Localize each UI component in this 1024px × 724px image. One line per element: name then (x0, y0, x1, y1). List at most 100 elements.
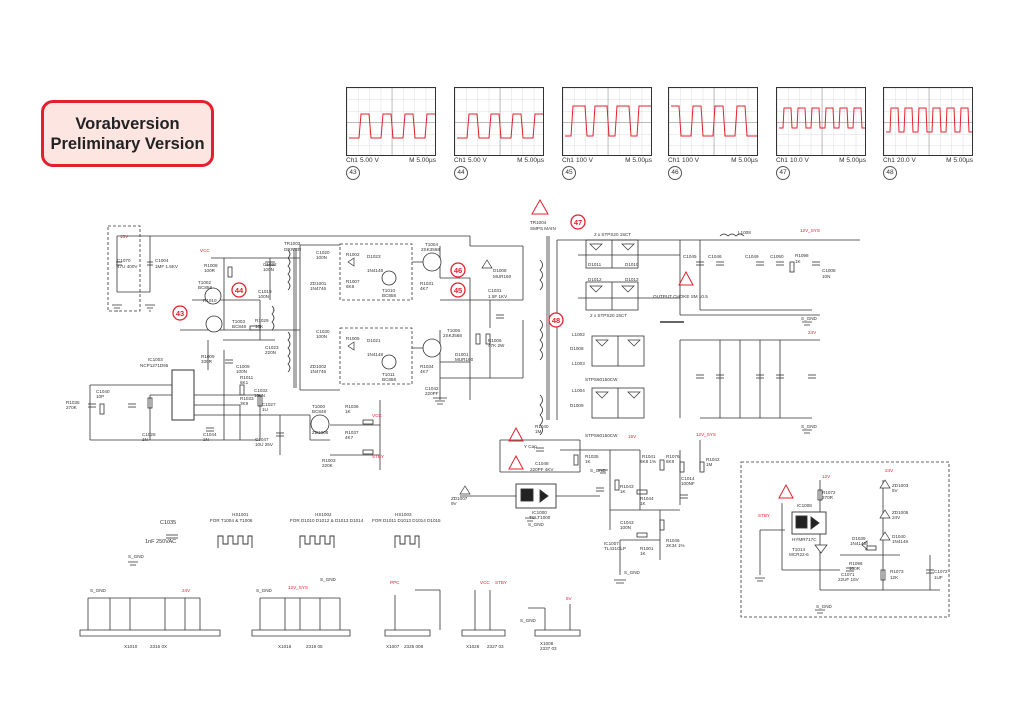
label-c1014: C1014 (681, 476, 695, 481)
label-x1007-val: 2325 008 (404, 644, 424, 649)
label-tr1004: TR1004 (530, 220, 547, 225)
scope-grid-43 (346, 87, 436, 156)
label-r1031-val: 4K7 (420, 286, 429, 291)
label-d1008-val: MUR160 (493, 274, 512, 279)
label-r1006-val: 47K 2W (488, 343, 505, 348)
label-s-gnd-9: S_GND (320, 577, 337, 582)
label-d1011: D1011 (588, 262, 602, 267)
label-c1048: C1048 (535, 461, 549, 466)
label-stps-l: STPS60150CW (585, 377, 618, 382)
scope-grid-48 (883, 87, 973, 156)
label-r1044: R1044 (640, 496, 654, 501)
scope-grid-44 (454, 87, 544, 156)
label-c1071-val: 22UF 16V (838, 577, 860, 582)
waveform-45 (565, 105, 651, 137)
label-vcc-2: VCC (372, 413, 382, 418)
label-r1072-val: 270R (822, 495, 834, 500)
label-s-gnd-6: S_GND (128, 554, 145, 559)
label-zd1001: ZD1001 (310, 281, 327, 286)
label-12v-sys-3: 12V_SYS (288, 585, 308, 590)
label-c1031: C1031 (488, 288, 502, 293)
label-r1029-val: 10K (255, 324, 264, 329)
label-r1096-val: 100R (849, 566, 861, 571)
test-point-43: 43 (172, 305, 188, 321)
label-r1073-val: 12K (890, 575, 899, 580)
label-s-gnd-7: S_GND (90, 588, 107, 593)
label-s-gnd-4: S_GND (528, 522, 545, 527)
label-c1009-val: 100N (236, 369, 247, 374)
label-ic1003: IC1003 (148, 357, 163, 362)
label-c1014-val: 100NF (681, 481, 695, 486)
label-l1002: L1002 (572, 332, 585, 337)
label-r1096: R1096 (849, 561, 863, 566)
label-r1001-val: 1K (640, 551, 647, 556)
label-c1027-val: 1U (262, 407, 268, 412)
label-t1000: T1000 (312, 404, 325, 409)
scope-panel-43: Ch1 5.00 V M 5.00µs 43 (346, 87, 436, 181)
label-c1072-val: 1UF (934, 575, 943, 580)
scope-channel-48: Ch1 (883, 157, 895, 164)
label-s-gnd-10: S_GND (520, 618, 537, 623)
label-stby-in: STBY (758, 513, 770, 518)
label-x1010: X1010 (124, 644, 138, 649)
label-r1003: R1003 (322, 458, 336, 463)
label-c1044-val: 1N (203, 437, 209, 442)
test-point-44-label: 44 (235, 286, 244, 295)
scope-point-44: 44 (454, 166, 468, 180)
transistor-symbols (204, 252, 442, 434)
label-ppc: PPC (390, 580, 400, 585)
label-c1026: C1026 (142, 432, 156, 437)
label-r1011: R1011 (240, 375, 254, 380)
scope-point-43: 43 (346, 166, 360, 180)
label-y-cap: Y Cap (524, 444, 537, 449)
test-point-45: 45 (450, 282, 466, 298)
label-vcc: VCC (200, 248, 210, 253)
label-t1010: T1010 (382, 288, 395, 293)
scope-volts-43: 5.00 V (360, 157, 379, 164)
label-r1042-val: 1M (706, 462, 713, 467)
label-box-24v: 24V (885, 468, 894, 473)
label-hs1003: HS1003 (395, 512, 412, 517)
label-zd1003: ZD1003 (892, 483, 909, 488)
label-r1009: R1009 (201, 354, 215, 359)
label-d1039-val: 1N4148 (850, 541, 867, 546)
label-r1076: R1076 (666, 454, 680, 459)
test-point-46: 46 (450, 262, 466, 278)
label-c1046: C1046 (708, 254, 722, 259)
transformer-coils (271, 233, 745, 436)
ic-blocks (515, 483, 827, 535)
label-r1046-val: 2K34 1% (666, 543, 685, 548)
label-c1045: C1045 (683, 254, 697, 259)
label-zd1002: ZD1002 (310, 364, 327, 369)
scope-time-45: M 5.00µs (625, 157, 652, 164)
scope-channel-43: Ch1 (346, 157, 358, 164)
label-c1027: C1027 (262, 402, 276, 407)
scope-grid-45 (562, 87, 652, 156)
label-12v-sys-2: 12V_SYS (696, 432, 716, 437)
test-point-45-label: 45 (454, 286, 462, 295)
label-r1035b-val: 1K (585, 459, 592, 464)
label-r1040: R1040 (535, 424, 549, 429)
label-d1001: D1001 (455, 352, 469, 357)
test-point-46-label: 46 (454, 266, 462, 275)
label-c1042-val: 220PF (425, 391, 439, 396)
label-r1040-val: 1M (535, 429, 542, 434)
label-c1040-val: 10P (96, 394, 104, 399)
label-r1001: R1001 (640, 546, 654, 551)
label-ic1008-val: HYMR717C (792, 537, 817, 542)
label-t1004-val: 2SK3568 (421, 247, 440, 252)
heatsink-symbols (217, 535, 420, 548)
label-r1035-val: 270K (66, 405, 78, 410)
scope-channel-44: Ch1 (454, 157, 466, 164)
warning-icons (508, 198, 794, 499)
label-t1010-val: BC858 (382, 293, 396, 298)
label-c1049: C1049 (745, 254, 759, 259)
label-c1042: C1042 (425, 386, 439, 391)
label-c1043: C1043 (620, 520, 634, 525)
label-c1071: C1071 (841, 572, 855, 577)
component-labels: 15V C1070 47U 400V C1004 1MF 1.5KV VCC R… (66, 220, 948, 651)
label-c1008: C1008 (822, 268, 836, 273)
label-r1072: R1072 (822, 490, 836, 495)
diode-symbols (347, 243, 891, 554)
